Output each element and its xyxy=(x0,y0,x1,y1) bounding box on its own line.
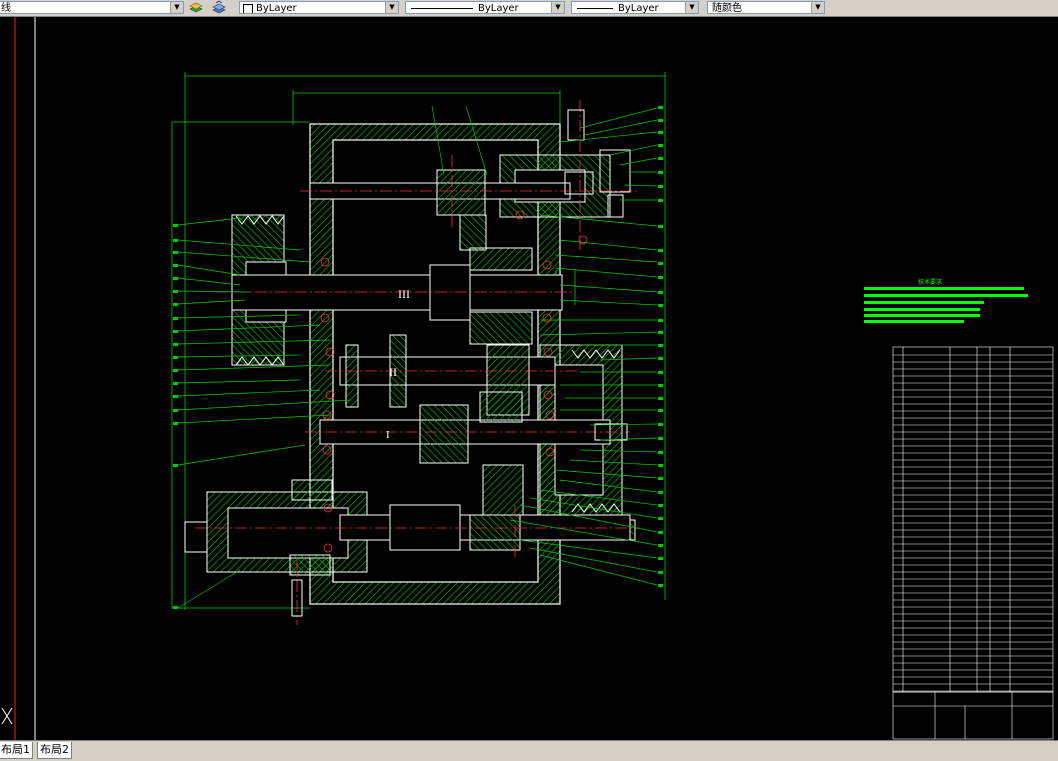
chevron-down-icon[interactable]: ▼ xyxy=(685,2,698,13)
plotstyle-control[interactable]: 随颜色 ▼ xyxy=(707,1,825,14)
chevron-down-icon[interactable]: ▼ xyxy=(385,2,398,13)
linetype-sample xyxy=(411,8,473,9)
chevron-down-icon[interactable]: ▼ xyxy=(811,2,824,13)
parts-list-table xyxy=(892,346,1054,740)
properties-toolbar: 线 ▼ ByLayer ▼ ByLayer ▼ ByLayer ▼ 随颜色 ▼ xyxy=(0,0,1058,17)
tab-layout-2[interactable]: 布局2 xyxy=(37,742,72,759)
layers-icon[interactable] xyxy=(188,0,204,15)
lineweight-control[interactable]: ByLayer ▼ xyxy=(571,1,699,14)
linetype-control[interactable]: ByLayer ▼ xyxy=(405,1,565,14)
tech-requirements-title: 技术要求 xyxy=(918,278,942,286)
layer-previous-icon[interactable] xyxy=(211,0,227,15)
shaft-label-3: III xyxy=(398,287,410,301)
color-swatch xyxy=(243,4,253,13)
technical-requirements: 技术要求 xyxy=(864,278,1028,323)
linetype-control-text: ByLayer xyxy=(478,3,519,14)
shaft-label-2: II xyxy=(389,365,397,379)
lineweight-control-text: ByLayer xyxy=(618,3,659,14)
chevron-down-icon[interactable]: ▼ xyxy=(551,2,564,13)
plotstyle-control-text: 随颜色 xyxy=(712,3,742,14)
leader-lines-left xyxy=(177,105,488,609)
tab-layout-1[interactable]: 布局1 xyxy=(0,742,33,759)
leader-lines-right xyxy=(509,107,658,586)
gearbox-assembly-drawing: III II I xyxy=(171,72,666,625)
lineweight-sample xyxy=(577,8,613,9)
color-control[interactable]: ByLayer ▼ xyxy=(239,1,399,14)
chevron-down-icon[interactable]: ▼ xyxy=(170,2,183,13)
ucs-icon xyxy=(1,707,13,725)
layout-tab-bar: 布局1 布局2 xyxy=(0,740,1058,761)
drawing-svg: III II I xyxy=(1,17,1054,740)
shaft-label-1: I xyxy=(386,429,390,441)
drawing-canvas[interactable]: III II I xyxy=(0,17,1058,740)
linetype-combo-text: 线 xyxy=(1,3,11,14)
linetype-combo-left[interactable]: 线 ▼ xyxy=(0,1,184,14)
centerlines xyxy=(195,100,640,625)
color-control-text: ByLayer xyxy=(256,3,297,14)
